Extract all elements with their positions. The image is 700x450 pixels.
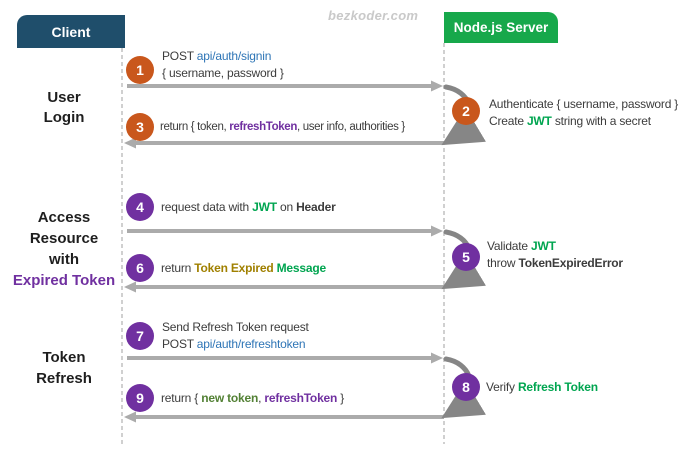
section-token-refresh: Token Refresh [0, 347, 128, 389]
arrow-step3-return [124, 137, 444, 149]
refresh-token-keyword: refreshToken [229, 121, 298, 133]
message-text: Validate [487, 239, 532, 253]
actor-server-label: Node.js Server [453, 20, 549, 35]
message-text: POST [162, 49, 197, 63]
message-line: Create JWT string with a secret [489, 113, 678, 130]
section-line: User [47, 89, 81, 106]
header-keyword: Header [296, 200, 336, 214]
message-text: string with a secret [551, 114, 651, 128]
self-loop-step2-icon [441, 84, 487, 146]
section-line: Access [37, 209, 91, 226]
message-line: POST api/auth/signin [162, 48, 284, 65]
step-circle-8: 8 [452, 373, 480, 401]
token-expired-error-keyword: TokenExpiredError [518, 256, 623, 270]
message-line: Authenticate { username, password } [489, 97, 679, 111]
message-step2: Authenticate { username, password } Crea… [489, 96, 678, 130]
message-line: throw TokenExpiredError [487, 255, 623, 272]
message-line: Send Refresh Token request [162, 320, 309, 334]
message-text: on [276, 200, 297, 214]
message-keyword: Message [276, 261, 326, 275]
message-text: , [258, 391, 265, 405]
arrow-left-icon [124, 411, 136, 423]
step-circle-6: 6 [126, 254, 154, 282]
arrow-right-icon [431, 352, 443, 364]
section-line: Refresh [36, 370, 92, 387]
message-text: } [337, 391, 345, 405]
arrow-left-icon [124, 281, 136, 293]
message-step8: Verify Refresh Token [486, 379, 598, 396]
message-text: Verify [486, 380, 518, 394]
message-line: Validate JWT [487, 238, 623, 255]
message-step1: POST api/auth/signin { username, passwor… [162, 48, 284, 82]
message-text: return [161, 261, 195, 275]
message-step4: request data with JWT on Header [161, 199, 336, 216]
message-step6: return Token Expired Message [161, 260, 326, 277]
new-token-keyword: new token [201, 391, 259, 405]
section-line: Resource [29, 230, 99, 247]
section-line: Login [43, 109, 85, 126]
step-circle-7: 7 [126, 322, 154, 350]
message-step5: Validate JWT throw TokenExpiredError [487, 238, 623, 272]
step-circle-1: 1 [126, 56, 154, 84]
arrow-step4-request [127, 225, 443, 237]
message-step7: Send Refresh Token request POST api/auth… [162, 319, 309, 353]
message-line: POST api/auth/refreshtoken [162, 336, 309, 353]
step-circle-3: 3 [126, 113, 154, 141]
refresh-token-keyword: refreshToken [264, 391, 338, 405]
arrow-step6-return [124, 281, 444, 293]
actor-client: Client [17, 15, 125, 48]
message-step9: return { new token, refreshToken } [161, 390, 344, 407]
message-text: , user info, authorities } [297, 121, 405, 133]
api-endpoint-signin: api/auth/signin [196, 49, 272, 63]
actor-client-label: Client [51, 23, 91, 40]
step-circle-2: 2 [452, 97, 480, 125]
refresh-token-keyword: Refresh Token [517, 380, 598, 394]
message-text: POST [162, 337, 197, 351]
section-line-expired-token: Expired Token [12, 272, 116, 289]
api-endpoint-refreshtoken: api/auth/refreshtoken [196, 337, 306, 351]
message-text: return { token, [160, 121, 230, 133]
watermark: bezkoder.com [328, 8, 419, 23]
message-text: throw [487, 256, 519, 270]
message-line: { username, password } [162, 66, 284, 80]
arrow-right-icon [431, 225, 443, 237]
message-text: Create [489, 114, 527, 128]
arrow-step7-request [127, 352, 443, 364]
section-line: Token [42, 349, 86, 366]
section-access-resource: Access Resource with Expired Token [0, 207, 128, 291]
step-circle-5: 5 [452, 243, 480, 271]
arrow-right-icon [431, 80, 443, 92]
arrow-step1-request [127, 80, 443, 92]
jwt-keyword: JWT [252, 200, 277, 214]
actor-server: Node.js Server [444, 12, 558, 43]
arrow-step9-return [124, 411, 444, 423]
message-step3: return { token, refreshToken, user info,… [160, 119, 405, 136]
step-circle-4: 4 [126, 193, 154, 221]
arrow-left-icon [124, 137, 136, 149]
jwt-keyword: JWT [526, 114, 552, 128]
message-text: return { [161, 391, 202, 405]
token-expired-keyword: Token Expired [194, 261, 277, 275]
step-circle-9: 9 [126, 384, 154, 412]
section-line: with [49, 251, 79, 268]
message-text: request data with [161, 200, 253, 214]
jwt-keyword: JWT [531, 239, 556, 253]
section-user-login: User Login [0, 88, 128, 128]
